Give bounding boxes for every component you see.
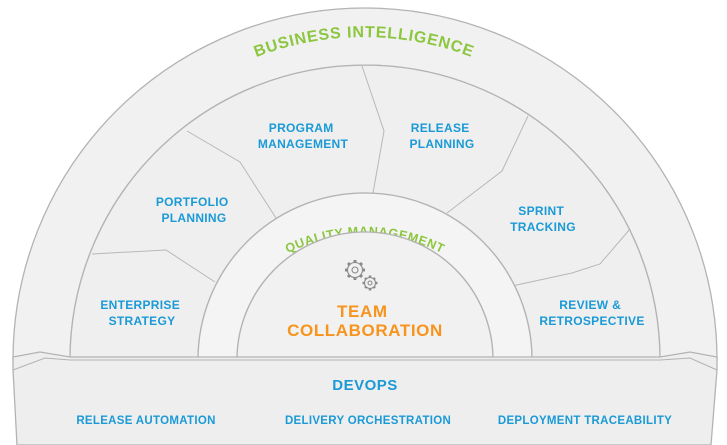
devops-title: DEVOPS — [332, 377, 398, 394]
devops-base — [12, 351, 718, 445]
segment-program-management: PROGRAM MANAGEMENT — [258, 121, 349, 151]
segment-release-planning: RELEASE PLANNING — [409, 121, 474, 151]
gears-icon — [345, 260, 378, 291]
devops-item-delivery-orchestration: DELIVERY ORCHESTRATION — [285, 415, 451, 427]
devops-item-deployment-traceability: DEPLOYMENT TRACEABILITY — [498, 415, 672, 427]
segment-sprint-tracking: SPRINT TRACKING — [510, 204, 576, 234]
team-collaboration-label: TEAM COLLABORATION — [287, 302, 443, 340]
devops-base-edge — [12, 357, 718, 371]
devops-item-release-automation: RELEASE AUTOMATION — [76, 415, 215, 427]
segment-dividers — [91, 65, 631, 287]
segment-review-retrospective: REVIEW & RETROSPECTIVE — [539, 298, 644, 328]
segment-enterprise-strategy: ENTERPRISE STRATEGY — [100, 298, 183, 328]
segment-labels: ENTERPRISE STRATEGY PORTFOLIO PLANNING P… — [100, 121, 644, 328]
team-collaboration-core — [236, 231, 494, 361]
segment-portfolio-planning: PORTFOLIO PLANNING — [156, 195, 232, 225]
